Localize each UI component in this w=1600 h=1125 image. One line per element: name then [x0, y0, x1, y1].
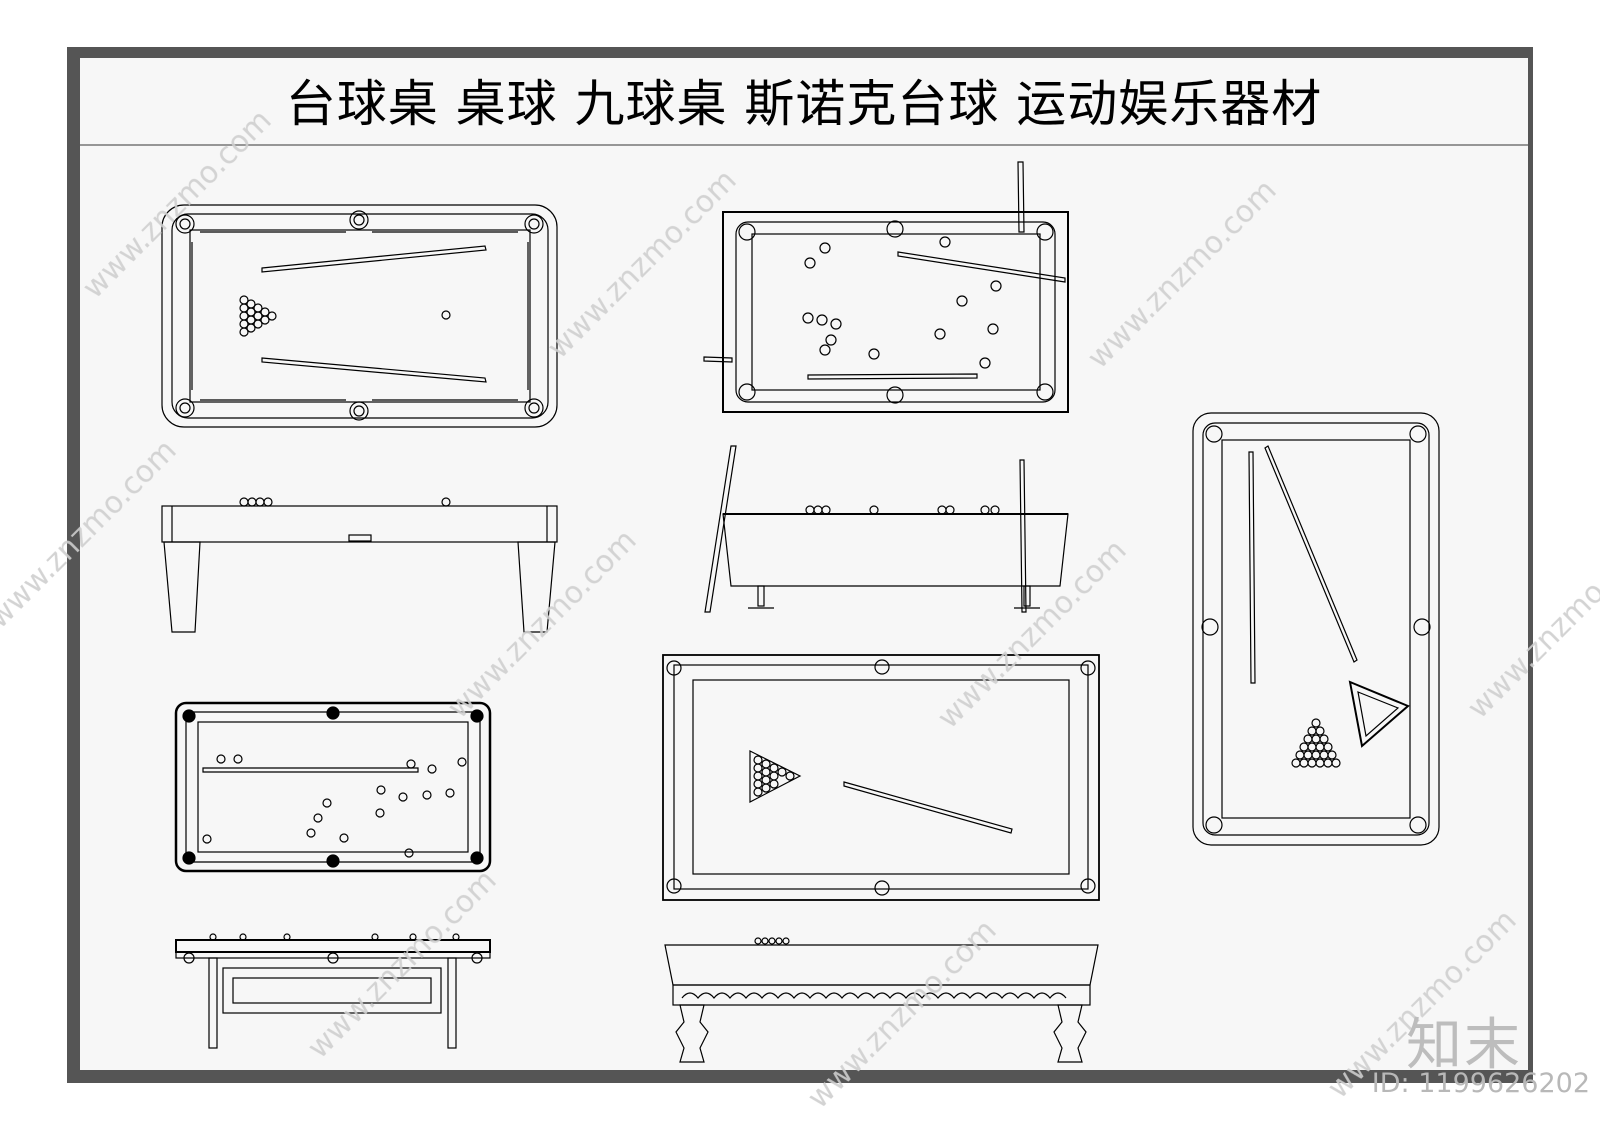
sheet-inner — [80, 58, 1528, 1070]
table-3-plan — [174, 701, 492, 873]
table-4-ball-rack — [753, 755, 795, 797]
page-title: 台球桌 桌球 九球桌 斯诺克台球 运动娱乐器材 — [285, 75, 1323, 133]
image-id-label: ID: 1199626202 — [1371, 1068, 1590, 1099]
table-4-elevation — [664, 937, 1099, 1063]
table-1-plan — [161, 204, 558, 428]
table-5-ball-rack — [1291, 718, 1341, 768]
table-4-plan — [662, 654, 1100, 901]
table-2-plan — [703, 161, 1069, 413]
table-4-carved-apron — [681, 992, 1067, 999]
table-5-plan-vertical — [1192, 412, 1440, 846]
table-1-elevation — [161, 497, 558, 633]
table-3-elevation — [175, 933, 491, 1049]
table-2-elevation — [704, 445, 1069, 613]
brand-logo: 知末 — [1406, 1013, 1522, 1078]
